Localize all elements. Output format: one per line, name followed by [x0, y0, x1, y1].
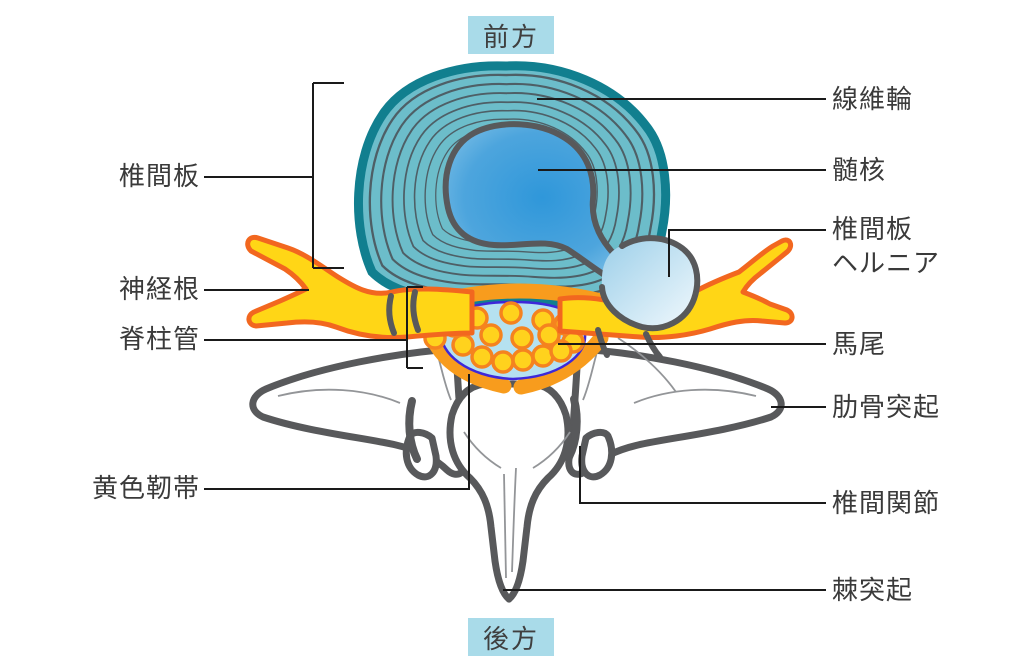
label-costal-process: 肋骨突起: [832, 392, 941, 422]
herniation-bulge: [601, 238, 698, 329]
label-disc-herniation: 椎間板 ヘルニア: [832, 212, 940, 280]
label-ligamentum-flavum: 黄色靭帯: [91, 473, 200, 503]
herniation-outline: [599, 235, 701, 332]
label-disc-herniation-line2: ヘルニア: [832, 248, 941, 278]
bone-detail-lines: [277, 337, 757, 579]
leader-lines: [204, 82, 826, 591]
posterior-label: 後方: [468, 618, 554, 656]
label-annulus-fibrosus: 線維輪: [832, 84, 914, 114]
label-disc-herniation-line1: 椎間板: [832, 214, 914, 244]
facet-joint-left: [405, 397, 421, 463]
leader-herniation: [668, 229, 826, 277]
anterior-label: 前方: [468, 16, 554, 54]
vertebral-arch-spinous-process: [446, 380, 572, 603]
label-cauda-equina: 馬尾: [832, 329, 887, 359]
label-facet-joint: 椎間関節: [832, 488, 941, 518]
facet-joint-right: [565, 395, 581, 461]
leader-disc: [204, 82, 344, 269]
label-nucleus-pulposus: 髄核: [832, 155, 887, 185]
leader-facet-joint: [579, 446, 826, 504]
facet-joint-gaps: [405, 395, 581, 463]
label-spinous-process: 棘突起: [832, 575, 914, 605]
leader-spinal-canal: [204, 286, 423, 369]
ligament-bottom-right: [513, 330, 609, 395]
vertebra-bone: [249, 337, 785, 603]
label-nerve-root: 神経根: [118, 274, 200, 304]
leader-ligamentum-flavum: [204, 374, 470, 490]
inferior-articular-process-right: [578, 428, 616, 481]
label-intervertebral-disc: 椎間板: [118, 161, 200, 191]
disc-herniation: [599, 235, 701, 332]
label-spinal-canal: 脊柱管: [118, 324, 200, 354]
